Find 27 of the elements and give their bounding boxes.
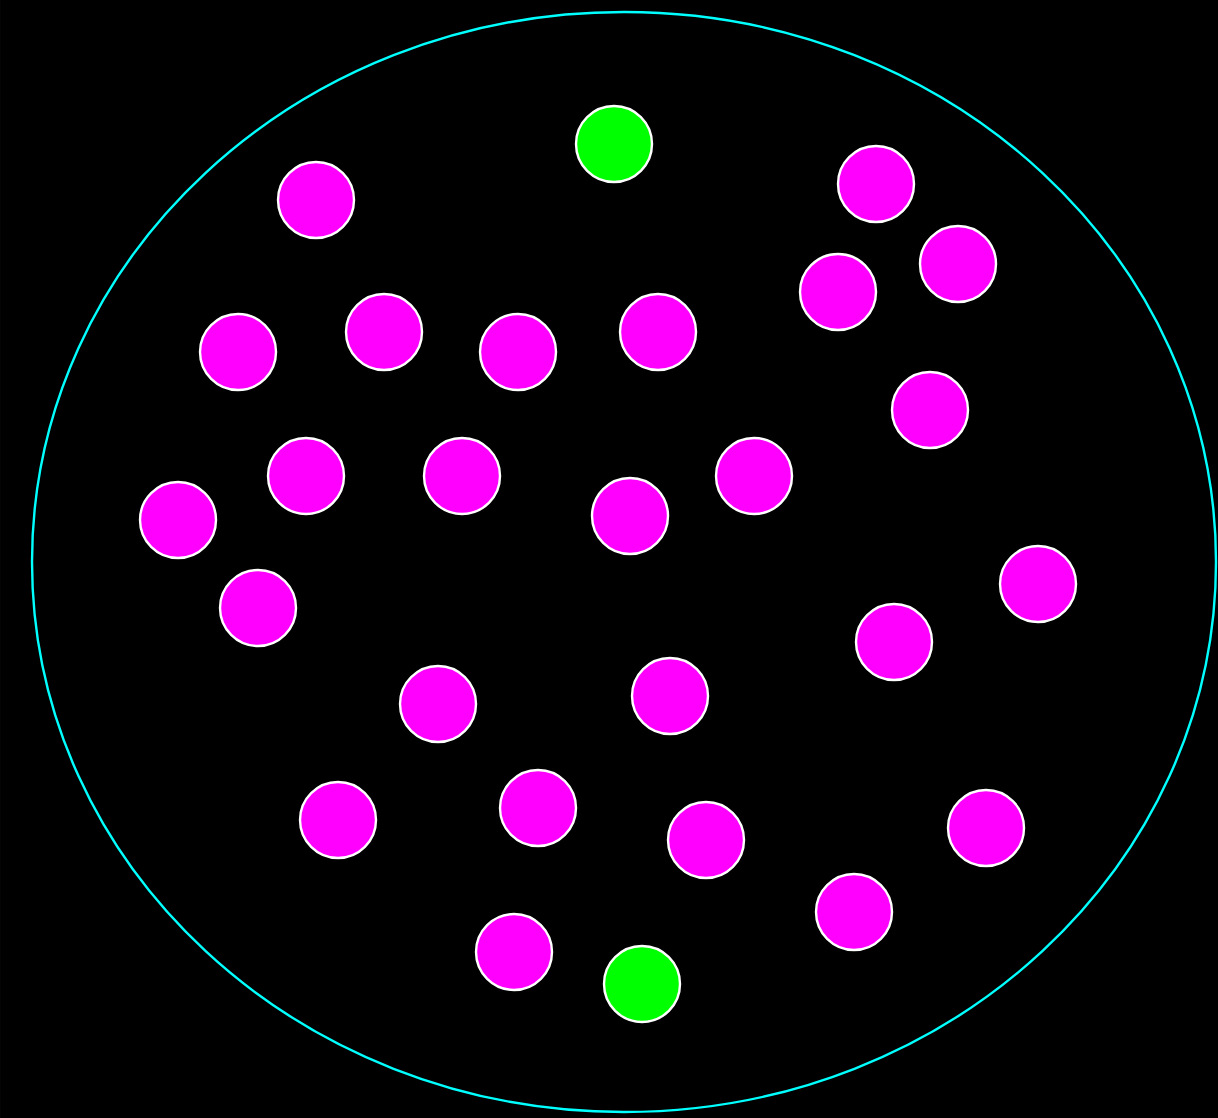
dot (666, 800, 746, 880)
dot (946, 788, 1026, 868)
dot (498, 768, 578, 848)
dot (198, 312, 278, 392)
dot (890, 370, 970, 450)
dot (590, 476, 670, 556)
dot (266, 436, 346, 516)
dot (630, 656, 710, 736)
dot (618, 292, 698, 372)
dot (602, 944, 682, 1024)
dot (814, 872, 894, 952)
dot (422, 436, 502, 516)
dot (218, 568, 298, 648)
dot (836, 144, 916, 224)
dot (298, 780, 378, 860)
dot (798, 252, 878, 332)
dot (574, 104, 654, 184)
dot (714, 436, 794, 516)
dot (344, 292, 424, 372)
dot (478, 312, 558, 392)
dot (998, 544, 1078, 624)
dot (398, 664, 478, 744)
dot (474, 912, 554, 992)
dot (918, 224, 998, 304)
dot (854, 602, 934, 682)
dot (138, 480, 218, 560)
dot (276, 160, 356, 240)
